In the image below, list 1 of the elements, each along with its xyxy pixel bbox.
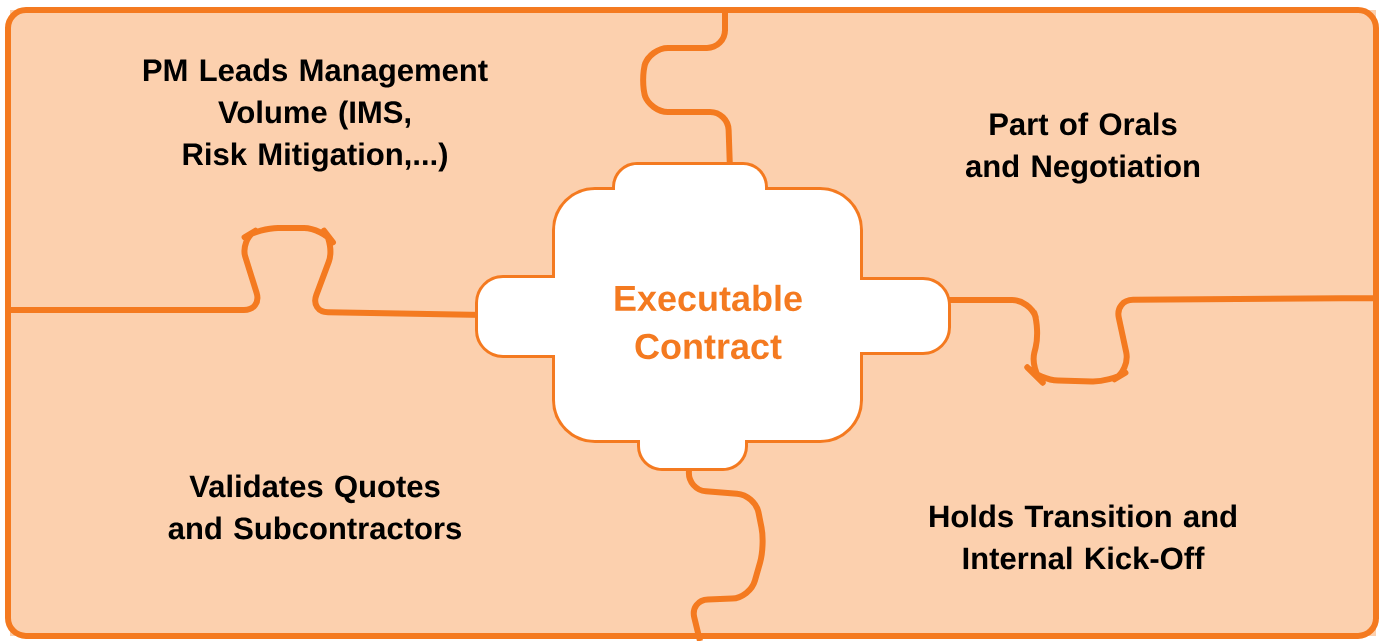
puzzle-piece: Executable Contract xyxy=(475,162,951,471)
